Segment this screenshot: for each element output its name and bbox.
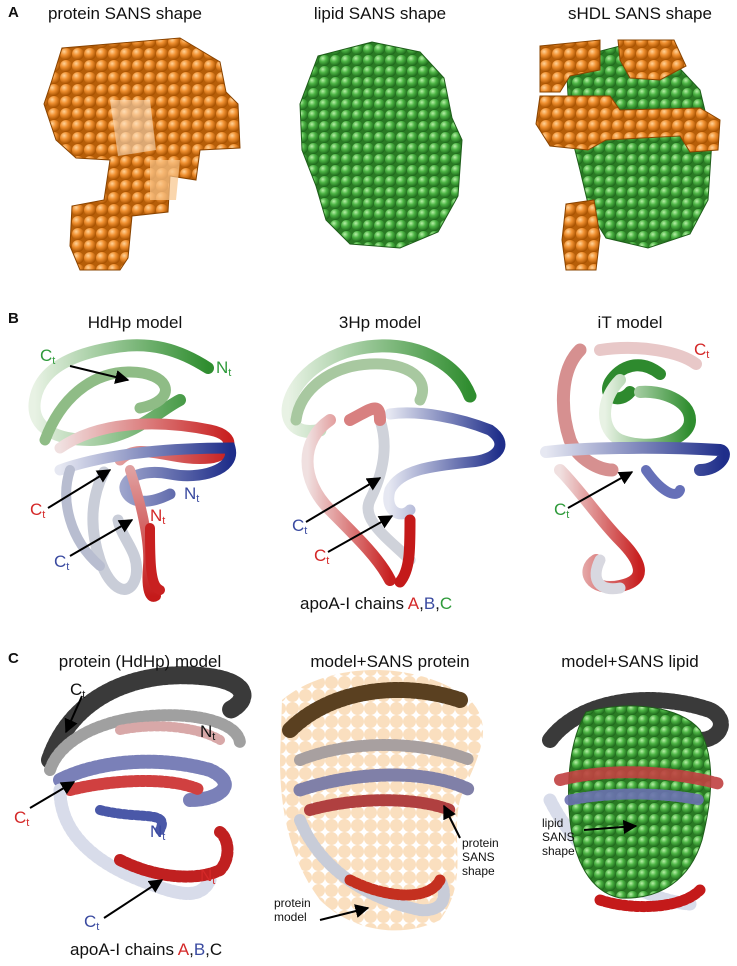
panel-c-title-protein-model: protein (HdHp) model (58, 652, 222, 671)
3hp-tube-model (281, 339, 506, 588)
panel-b-chain-legend: apoA-I chains A,B,C (300, 594, 453, 613)
callout-protein-model: protein model (274, 896, 311, 924)
it-tube-model (540, 342, 730, 595)
hdhp-ct-label-green: Ct (40, 346, 56, 367)
protein-sans-shape (43, 37, 241, 271)
panel-letter-b: B (8, 310, 19, 327)
3hp-ct-label-blue: Ct (292, 516, 308, 537)
panel-a-title-protein: protein SANS shape (47, 4, 203, 23)
model-sans-lipid (542, 692, 729, 912)
panel-c-title-model-sans-lipid: model+SANS lipid (561, 652, 699, 671)
c-nt-label-gray: Nt (200, 722, 216, 743)
panel-b-arrows (47, 365, 634, 557)
hdhp-nt-label-red: Nt (150, 506, 166, 527)
callout-protein-sans-shape: protein SANS shape (462, 836, 499, 878)
hdhp-ribbon-model (41, 666, 252, 900)
hdhp-tube-model (28, 339, 237, 602)
model-sans-protein (280, 670, 483, 931)
panel-b-title-3hp: 3Hp model (338, 313, 422, 332)
it-ct-label-green: Ct (554, 500, 570, 521)
panel-letter-c: C (8, 650, 19, 667)
panel-b-title-hdhp: HdHp model (87, 313, 183, 332)
c-ct-label-gray: Ct (70, 680, 86, 701)
hdhp-ct-label-blue: Ct (54, 552, 70, 573)
hdhp-nt-label-green: Nt (216, 358, 232, 379)
panel-c-arrows (29, 695, 638, 921)
lipid-sans-shape (299, 41, 463, 249)
panel-letter-a: A (8, 4, 19, 21)
panel-c-title-model-sans-protein: model+SANS protein (310, 652, 470, 671)
panel-b-title-it: iT model (597, 313, 663, 332)
c-ct-label-blue: Ct (84, 912, 100, 933)
3hp-ct-label-red: Ct (314, 546, 330, 567)
hdhp-nt-label-blue: Nt (184, 484, 200, 505)
it-ct-label-red: Ct (694, 340, 710, 361)
shdl-sans-shape (535, 39, 721, 271)
c-nt-label-red: Nt (200, 866, 216, 887)
c-ct-label-red: Ct (14, 808, 30, 829)
panel-a-title-lipid: lipid SANS shape (313, 4, 447, 23)
panel-a-title-shdl: sHDL SANS shape (568, 4, 712, 23)
c-nt-label-blue: Nt (150, 822, 166, 843)
hdhp-ct-label-red: Ct (30, 500, 46, 521)
panel-c-chain-legend: apoA-I chains A,B,C (70, 940, 223, 959)
callout-lipid-sans-shape: lipid SANS shape (542, 816, 575, 858)
